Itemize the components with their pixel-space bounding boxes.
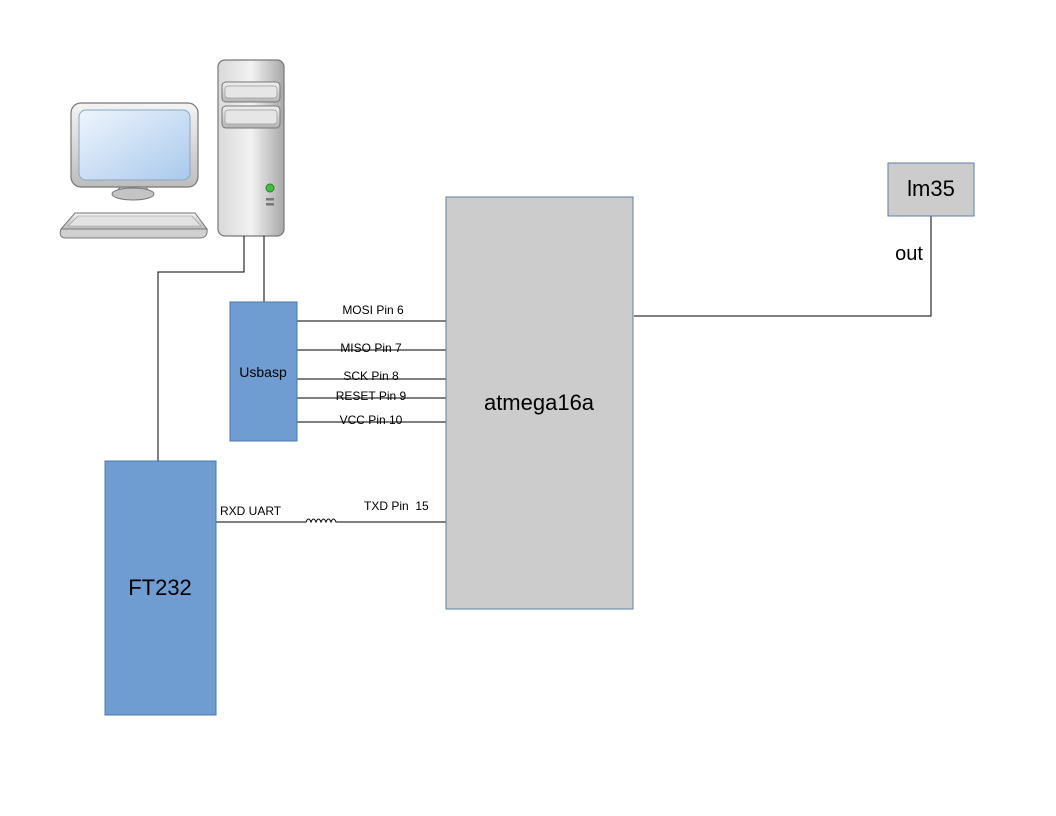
wires (157, 216, 932, 524)
usbasp-block: Usbasp (229, 301, 298, 442)
usbasp-label: Usbasp (239, 364, 287, 380)
wire-computer-ft232 (157, 236, 245, 461)
txd-label: TXD Pin 15 (364, 499, 429, 513)
signal-labels: MOSI Pin 6 MISO Pin 7 SCK Pin 8 RESET Pi… (220, 243, 923, 518)
sck-label: SCK Pin 8 (343, 369, 399, 383)
wire-lm35-out (634, 216, 932, 317)
sensor-out-label: out (895, 243, 923, 265)
lm35-block: lm35 (887, 162, 975, 217)
ft232-block: FT232 (104, 460, 217, 716)
ft232-label: FT232 (128, 575, 192, 600)
wire-uart (216, 518, 451, 524)
mcu-label: atmega16a (484, 390, 595, 415)
mcu-block: atmega16a (445, 196, 634, 610)
lm35-label: lm35 (907, 176, 955, 201)
rxd-label: RXD UART (220, 504, 282, 518)
vcc-label: VCC Pin 10 (340, 413, 403, 427)
miso-label: MISO Pin 7 (340, 341, 402, 355)
desktop-computer-icon (59, 102, 208, 239)
pc-tower-icon (217, 59, 285, 237)
reset-label: RESET Pin 9 (336, 389, 407, 403)
mosi-label: MOSI Pin 6 (342, 303, 404, 317)
